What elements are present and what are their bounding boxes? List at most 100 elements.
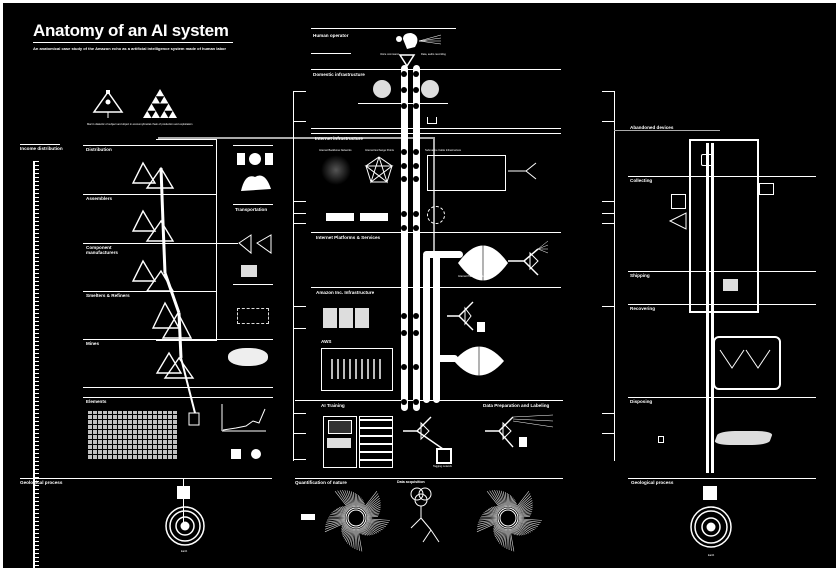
periodic-table — [88, 411, 178, 459]
burst-ray — [324, 521, 346, 530]
burst-ray — [492, 506, 500, 512]
section-internet-infrastructure: Internet infrastructure — [315, 136, 363, 141]
section-smelters-refiners: Smelters & Refiners — [86, 293, 130, 298]
burst-ray — [515, 493, 531, 511]
scale-tick — [35, 269, 39, 270]
burst-ray — [509, 528, 515, 552]
burst-ray — [354, 528, 356, 549]
burst-ray — [341, 522, 347, 526]
burst-ray — [518, 514, 531, 517]
burst-ray — [366, 519, 388, 525]
quantification-rule — [295, 478, 563, 479]
burst-ray — [497, 528, 505, 543]
right-pipe-2 — [711, 143, 714, 473]
scale-tick — [35, 225, 39, 226]
data-burst-right — [476, 490, 542, 552]
scale-tick — [35, 377, 39, 378]
burst-ray — [342, 490, 352, 509]
burst-ray — [331, 512, 346, 517]
scale-tick — [35, 413, 39, 414]
scale-tick — [35, 273, 39, 274]
poster: Anatomy of an AI system An anatomical ca… — [3, 3, 836, 568]
burst-ray — [493, 523, 499, 528]
data-pipe-1 — [401, 65, 408, 411]
scale-tick — [35, 189, 39, 190]
pipe-h-1 — [423, 251, 463, 258]
scale-tick — [35, 369, 39, 370]
platform-lens-shape — [458, 240, 508, 286]
burst-ray — [342, 506, 348, 512]
scale-tick — [35, 205, 39, 206]
section-mines: Mines — [86, 341, 100, 346]
scale-tick — [35, 193, 39, 194]
scale-tick — [35, 513, 39, 514]
rock-icon-right — [703, 486, 717, 500]
burst-ray — [481, 515, 498, 518]
shipping-rule — [628, 271, 816, 272]
pipe-node — [401, 225, 407, 231]
scale-tick — [35, 409, 39, 410]
burst-ray — [513, 526, 520, 536]
burst-ray — [352, 528, 356, 548]
burst-ray — [493, 524, 500, 529]
burst-ray — [357, 496, 361, 508]
burst-ray — [361, 504, 366, 510]
connector-tick — [294, 328, 306, 329]
monitor-icon — [328, 420, 352, 434]
exchange-caption: Internet Exchange Points — [365, 149, 394, 152]
section-recovering: Recovering — [630, 306, 656, 311]
burst-ray — [366, 512, 380, 517]
scale-tick — [35, 529, 39, 530]
connector-tick — [294, 121, 306, 122]
scale-tick — [35, 401, 39, 402]
burst-ray — [360, 501, 365, 509]
domestic-rule — [311, 69, 561, 70]
connector-tick — [294, 433, 306, 434]
scale-tick — [35, 417, 39, 418]
data-pipe-2 — [413, 65, 420, 411]
scale-tick — [35, 493, 39, 494]
income-distribution-heading: Income distribution — [20, 146, 63, 151]
scale-tick — [35, 349, 39, 350]
recycling-frame — [689, 139, 759, 313]
burst-ray — [359, 500, 364, 508]
dialectic-caption: Marx's dialectic of subject and object i… — [87, 123, 144, 126]
outlet-icon — [427, 117, 437, 124]
grey-connector — [158, 137, 434, 139]
burst-ray — [344, 490, 353, 508]
pipe-node — [413, 225, 419, 231]
burst-ray — [351, 491, 355, 508]
platforms-rule — [311, 232, 561, 233]
burst-ray — [516, 497, 532, 512]
scale-tick — [35, 437, 39, 438]
pipe-node — [413, 364, 419, 370]
scale-tick — [35, 501, 39, 502]
burst-ray — [359, 528, 364, 535]
burst-ray — [365, 523, 380, 533]
burst-ray — [364, 500, 381, 512]
burst-ray — [479, 518, 498, 521]
disposing-rule — [628, 397, 816, 398]
data-pipe-3 — [423, 253, 430, 403]
scale-tick — [35, 341, 39, 342]
section-data-prep: Data Preparation and Labeling — [483, 403, 550, 408]
scale-tick — [35, 461, 39, 462]
burst-ray — [518, 508, 533, 515]
scale-tick — [35, 505, 39, 506]
burst-ray — [517, 506, 533, 514]
burst-ray — [512, 527, 517, 536]
burst-ray — [517, 523, 532, 533]
burst-ray — [341, 524, 348, 531]
aws-server-grid — [331, 359, 381, 379]
echo-speaker-icon — [421, 80, 439, 98]
assemblers-rule — [83, 194, 216, 195]
burst-ray — [326, 519, 346, 523]
scale-tick — [35, 497, 39, 498]
submarine-caption: Submarine Cable Infrastructure — [425, 149, 462, 152]
burst-ray — [325, 520, 346, 528]
pipe-node — [401, 330, 407, 336]
data-acquisition-figure — [410, 487, 440, 543]
burst-ray — [329, 515, 346, 518]
fractal-triangle-icon — [143, 89, 177, 118]
burst-ray — [493, 525, 501, 533]
